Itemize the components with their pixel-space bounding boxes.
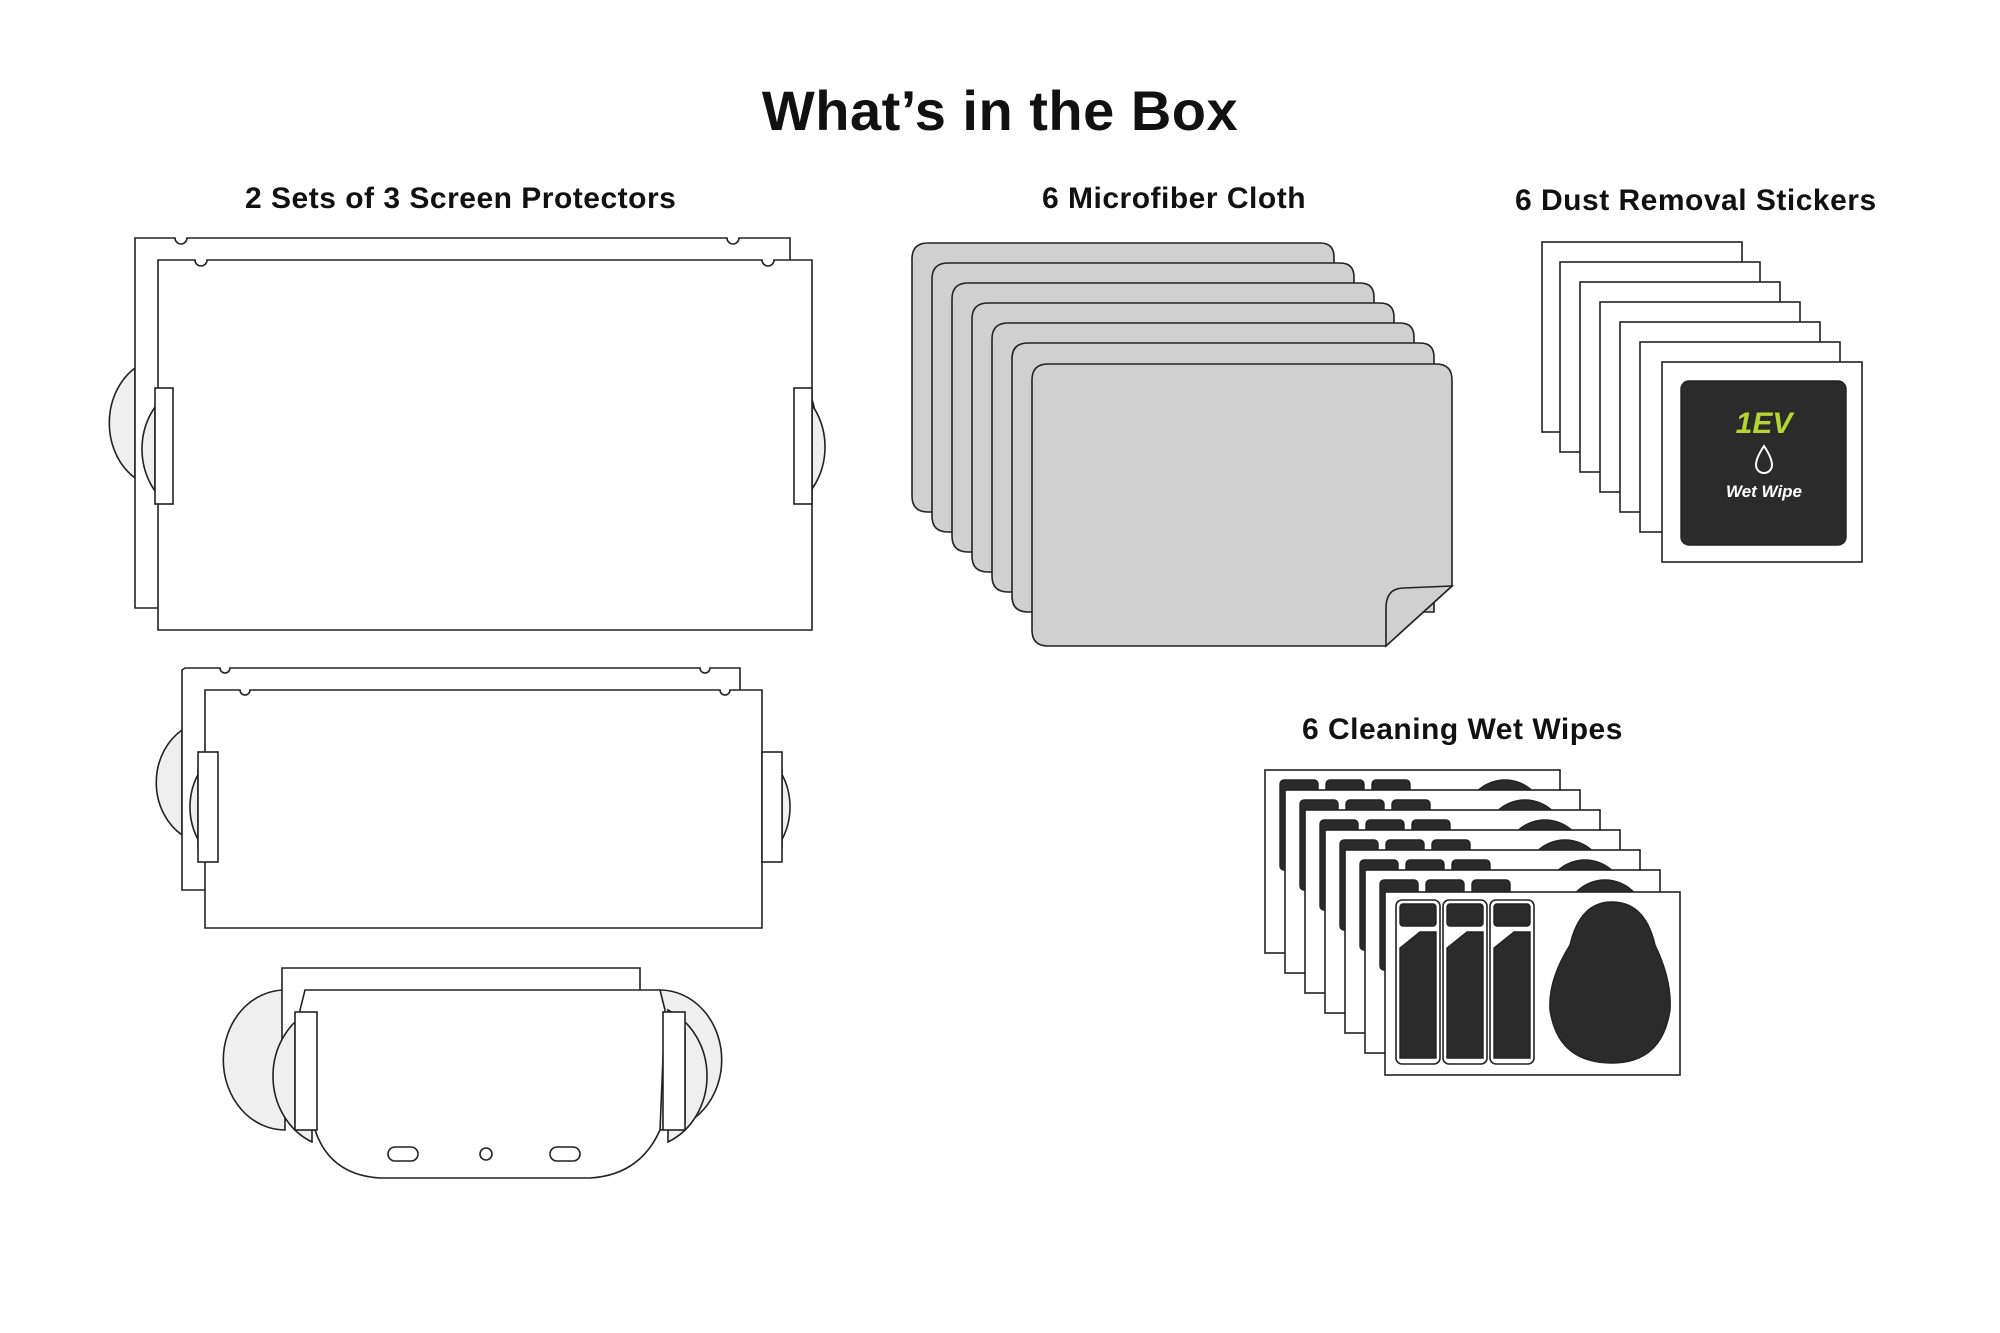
wipe-round-pad [1549,901,1671,1064]
sticker-caption: Wet Wipe [1726,482,1802,501]
speaker-cutout [549,1146,581,1162]
protector-sheet-front [157,259,813,631]
protector-clip [793,387,813,505]
protector-tab [222,989,286,1131]
protector-tab [155,728,183,837]
protector-tab [108,366,136,480]
microfiber-cloth-front [1031,363,1453,647]
water-drop-icon [1754,444,1774,474]
speaker-cutout [387,1146,419,1162]
microfiber-cloth-stack [911,242,1455,648]
camera-cutout [479,1147,493,1161]
protector-sheet-front [299,989,666,1179]
wet-wipe-front [1384,891,1681,1076]
protector-clip [294,1011,318,1131]
protector-clip [197,751,219,863]
stickers-label: 6 Dust Removal Stickers [1515,184,1877,217]
protector-tab [272,1008,313,1144]
sticker-card [1680,380,1847,546]
protectors-label: 2 Sets of 3 Screen Protectors [245,182,677,215]
wet-wipe-stack [1264,769,1681,1076]
cloth-label: 6 Microfiber Cloth [1042,182,1307,215]
protector-clip [761,751,783,863]
sticker-brand-logo: 1EV [1736,407,1796,440]
protector-clip [154,387,174,505]
protector-sheet-front [204,689,763,929]
page-title: What’s in the Box [761,79,1239,142]
screen-protector-small [222,967,723,1179]
protector-tab [667,1008,708,1144]
dust-sticker-stack: 1EV Wet Wipe [1541,241,1863,563]
cloth-folded-corner [1385,585,1455,648]
wipes-label: 6 Cleaning Wet Wipes [1302,713,1623,746]
protector-clip [662,1011,686,1131]
screen-protector-medium [155,667,791,929]
screen-protector-large [108,237,826,631]
